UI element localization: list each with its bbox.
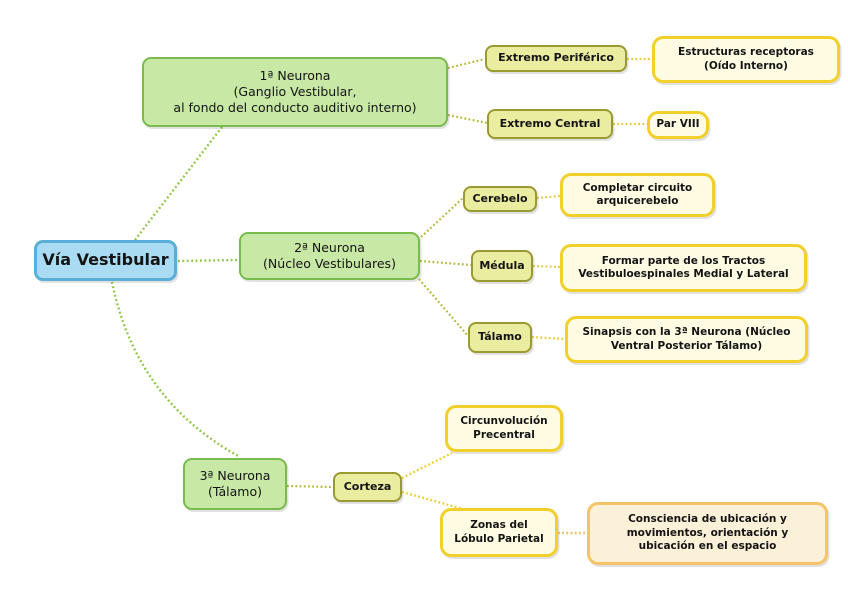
- edge-n3-n3a: [286, 484, 334, 489]
- node-medula[interactable]: Médula: [471, 250, 533, 282]
- node-extremo-periferico[interactable]: Extremo Periférico: [485, 45, 627, 72]
- node-via-vestibular[interactable]: Vía Vestibular: [34, 240, 177, 281]
- node-primera-neurona[interactable]: 1ª Neurona (Ganglio Vestibular, al fondo…: [142, 57, 448, 127]
- node-cerebelo[interactable]: Cerebelo: [463, 186, 537, 212]
- edge-root-n3: [110, 281, 241, 459]
- edge-n2c-n2c1: [531, 335, 566, 341]
- edge-n3a-n3a2: [401, 490, 464, 511]
- edge-n2-n2c: [418, 278, 469, 337]
- edge-n2a-n2a1: [536, 194, 561, 200]
- node-tercera-neurona[interactable]: 3ª Neurona (Tálamo): [183, 458, 287, 510]
- edge-root-n1: [134, 126, 223, 241]
- node-completar-circuito[interactable]: Completar circuito arquicerebelo: [560, 173, 715, 217]
- node-corteza[interactable]: Corteza: [333, 472, 402, 502]
- edge-root-n2: [177, 258, 240, 263]
- node-par-viii[interactable]: Par VIII: [647, 111, 709, 139]
- edge-n2-n2b: [419, 259, 472, 267]
- node-consciencia-ubicacion[interactable]: Consciencia de ubicación y movimientos, …: [587, 502, 828, 565]
- edge-n1-n1a: [447, 57, 486, 70]
- node-circunvolucion-precentral[interactable]: Circunvolución Precentral: [445, 405, 563, 452]
- node-extremo-central[interactable]: Extremo Central: [487, 109, 613, 139]
- node-segunda-neurona[interactable]: 2ª Neurona (Núcleo Vestibulares): [239, 232, 420, 280]
- node-zonas-lobulo-parietal[interactable]: Zonas del Lóbulo Parietal: [440, 508, 558, 557]
- node-tractos-vestibuloespinales[interactable]: Formar parte de los Tractos Vestibuloesp…: [560, 244, 807, 292]
- edge-n2-n2a: [420, 197, 464, 238]
- node-talamo[interactable]: Tálamo: [468, 322, 532, 353]
- node-estructuras-receptoras[interactable]: Estructuras receptoras (Oído Interno): [652, 36, 840, 83]
- edge-n3a-n3a1: [401, 451, 453, 480]
- edge-n2b-n2b1: [532, 264, 561, 269]
- node-sinapsis-tercera-neurona[interactable]: Sinapsis con la 3ª Neurona (Núcleo Ventr…: [565, 316, 808, 363]
- edge-n1-n1b: [447, 113, 488, 125]
